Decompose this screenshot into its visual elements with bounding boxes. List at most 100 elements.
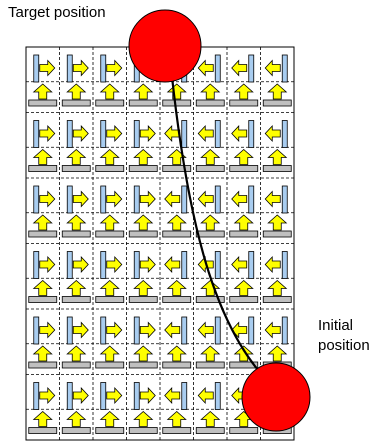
- initial-position-label-line2: position: [318, 337, 370, 354]
- yellow-horizontal-arrow-icon: [139, 124, 156, 143]
- yellow-up-arrow-icon: [233, 279, 254, 296]
- gray-base-icon: [229, 165, 259, 172]
- yellow-up-arrow-icon: [99, 279, 120, 296]
- blue-pillar-icon: [66, 382, 73, 410]
- yellow-up-arrow-icon: [133, 214, 154, 231]
- gray-base-icon: [195, 230, 225, 238]
- yellow-horizontal-arrow-icon: [39, 386, 56, 405]
- yellow-up-arrow-icon: [32, 148, 53, 165]
- blue-pillar-icon: [214, 120, 221, 148]
- blue-pillar-icon: [66, 316, 73, 345]
- yellow-horizontal-arrow-icon: [72, 321, 89, 339]
- actuator-cell: [28, 382, 58, 434]
- yellow-horizontal-arrow-icon: [106, 255, 123, 274]
- yellow-horizontal-arrow-icon: [106, 321, 123, 339]
- actuator-cell: [195, 316, 225, 369]
- yellow-horizontal-arrow-icon: [72, 59, 89, 77]
- yellow-up-arrow-icon: [267, 279, 288, 296]
- gray-base-icon: [128, 230, 158, 238]
- yellow-horizontal-arrow-icon: [164, 124, 181, 143]
- blue-pillar-icon: [281, 316, 288, 345]
- yellow-up-arrow-icon: [99, 410, 120, 427]
- yellow-horizontal-arrow-icon: [106, 124, 123, 143]
- gray-base-icon: [95, 165, 125, 172]
- yellow-horizontal-arrow-icon: [139, 190, 156, 208]
- blue-pillar-icon: [133, 120, 140, 148]
- actuator-cell: [95, 316, 125, 369]
- gray-base-icon: [229, 296, 259, 303]
- blue-pillar-icon: [33, 185, 40, 214]
- blue-pillar-icon: [66, 251, 73, 279]
- blue-pillar-icon: [66, 54, 73, 83]
- gray-base-icon: [162, 361, 192, 369]
- actuator-cell: [162, 251, 192, 303]
- yellow-horizontal-arrow-icon: [197, 190, 214, 208]
- actuator-cell: [128, 120, 158, 172]
- blue-pillar-icon: [248, 120, 255, 148]
- yellow-horizontal-arrow-icon: [39, 255, 56, 274]
- gray-base-icon: [229, 361, 259, 369]
- actuator-cell: [28, 120, 58, 172]
- blue-pillar-icon: [214, 251, 221, 279]
- yellow-up-arrow-icon: [32, 345, 53, 362]
- gray-base-icon: [262, 165, 292, 172]
- yellow-up-arrow-icon: [133, 410, 154, 427]
- actuator-cell: [28, 54, 58, 107]
- yellow-horizontal-arrow-icon: [231, 190, 248, 208]
- gray-base-icon: [28, 99, 58, 107]
- yellow-up-arrow-icon: [233, 345, 254, 362]
- gray-base-icon: [195, 296, 225, 303]
- gray-base-icon: [229, 230, 259, 238]
- actuator-cell: [262, 120, 292, 172]
- yellow-horizontal-arrow-icon: [139, 255, 156, 274]
- blue-pillar-icon: [248, 316, 255, 345]
- actuator-cell: [28, 185, 58, 238]
- actuator-cell: [195, 54, 225, 107]
- yellow-horizontal-arrow-icon: [231, 59, 248, 77]
- gray-base-icon: [61, 296, 91, 303]
- yellow-up-arrow-icon: [32, 214, 53, 231]
- yellow-horizontal-arrow-icon: [231, 255, 248, 274]
- yellow-horizontal-arrow-icon: [72, 190, 89, 208]
- blue-pillar-icon: [33, 120, 40, 148]
- yellow-up-arrow-icon: [267, 345, 288, 362]
- yellow-horizontal-arrow-icon: [264, 59, 281, 77]
- yellow-up-arrow-icon: [166, 279, 187, 296]
- yellow-up-arrow-icon: [99, 214, 120, 231]
- yellow-horizontal-arrow-icon: [106, 386, 123, 405]
- actuator-cell: [28, 316, 58, 369]
- actuator-cell: [61, 120, 91, 172]
- blue-pillar-icon: [281, 251, 288, 279]
- yellow-horizontal-arrow-icon: [39, 124, 56, 143]
- yellow-horizontal-arrow-icon: [231, 124, 248, 143]
- yellow-horizontal-arrow-icon: [197, 386, 214, 405]
- blue-pillar-icon: [248, 251, 255, 279]
- blue-pillar-icon: [33, 251, 40, 279]
- blue-pillar-icon: [100, 316, 107, 345]
- yellow-horizontal-arrow-icon: [72, 386, 89, 405]
- gray-base-icon: [128, 427, 158, 434]
- gray-base-icon: [95, 230, 125, 238]
- blue-pillar-icon: [214, 185, 221, 214]
- blue-pillar-icon: [181, 185, 188, 214]
- gray-base-icon: [61, 427, 91, 434]
- yellow-up-arrow-icon: [233, 83, 254, 100]
- actuator-cell: [195, 382, 225, 434]
- actuator-cell: [262, 251, 292, 303]
- actuator-cell: [95, 120, 125, 172]
- yellow-horizontal-arrow-icon: [264, 124, 281, 143]
- target-disc: [128, 9, 202, 83]
- actuator-cell: [128, 382, 158, 434]
- gray-base-icon: [95, 99, 125, 107]
- yellow-up-arrow-icon: [133, 83, 154, 100]
- gray-base-icon: [95, 361, 125, 369]
- yellow-up-arrow-icon: [32, 410, 53, 427]
- blue-pillar-icon: [100, 251, 107, 279]
- gray-base-icon: [162, 99, 192, 107]
- yellow-horizontal-arrow-icon: [139, 386, 156, 405]
- actuator-cell: [229, 185, 259, 238]
- yellow-up-arrow-icon: [66, 345, 87, 362]
- actuator-cell: [61, 54, 91, 107]
- actuator-cell: [229, 54, 259, 107]
